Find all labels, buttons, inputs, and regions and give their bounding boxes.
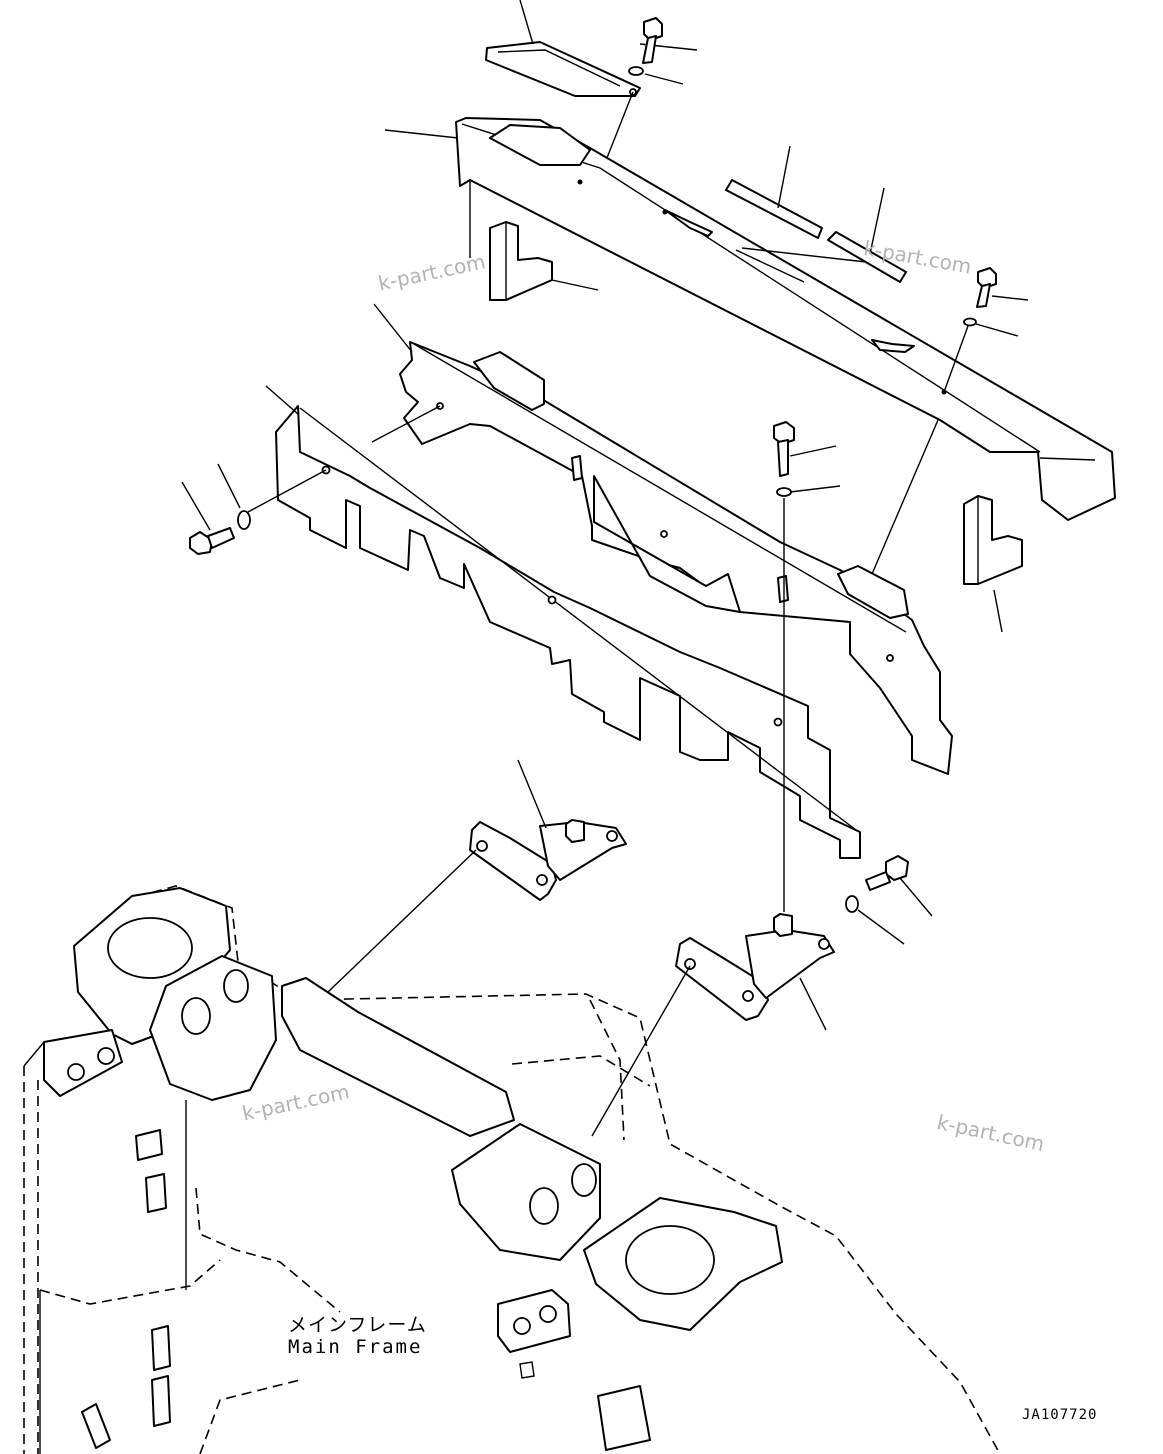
top-cover-plate: [485, 41, 641, 97]
bolt-top: [628, 17, 663, 76]
cushion-strip-2: [741, 187, 907, 283]
bolt-mount-right: [845, 855, 933, 945]
main-frame-solid: [23, 887, 783, 1454]
l-bracket-left: [489, 221, 599, 301]
upper-cover: [455, 117, 1116, 521]
cushion-strip-1: [725, 145, 823, 239]
mount-bracket-right: [591, 913, 835, 1137]
drawing-code: JA107720: [1022, 1407, 1098, 1423]
l-bracket-right: [963, 495, 1023, 633]
stepped-plate: [265, 385, 861, 859]
main-frame-label-en: Main Frame: [288, 1336, 423, 1358]
mount-bracket-left: [327, 759, 627, 993]
bolt-right-upper: [943, 267, 1029, 393]
middle-rail: [373, 303, 953, 775]
upper-cover-leaders: [384, 129, 1096, 575]
main-frame-label-jp: メインフレーム: [288, 1314, 427, 1336]
bolt-center: [773, 421, 841, 912]
bolt-left: [181, 463, 327, 555]
